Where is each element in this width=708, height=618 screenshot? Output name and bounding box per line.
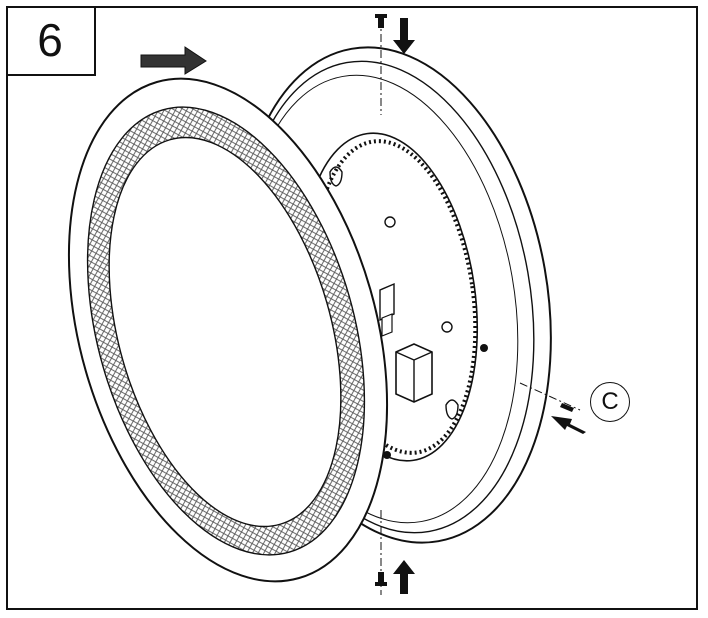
arrow-diagonal-icon bbox=[551, 416, 586, 434]
screw-top bbox=[375, 14, 387, 28]
arrow-down-icon bbox=[393, 18, 415, 54]
screw-bottom bbox=[375, 572, 387, 586]
screw-c bbox=[560, 403, 574, 412]
screw-callout-c: C bbox=[590, 382, 630, 422]
arrow-right-icon bbox=[140, 46, 207, 75]
diffuser-cover bbox=[67, 77, 389, 583]
step-number: 6 bbox=[6, 6, 96, 76]
instruction-frame bbox=[6, 6, 698, 610]
arrow-up-icon bbox=[393, 560, 415, 594]
